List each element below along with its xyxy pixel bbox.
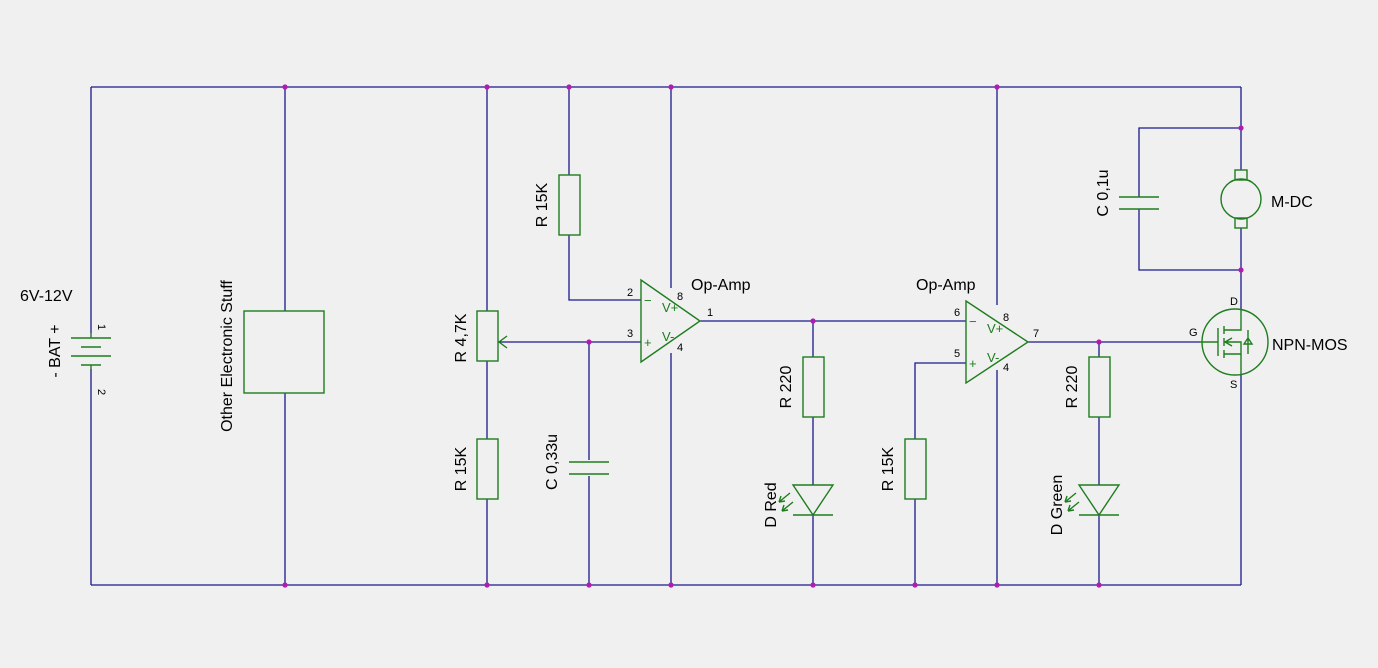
op1-pin1: 1 (707, 307, 713, 319)
r220-green-label: R 220 (1064, 366, 1081, 409)
junction (810, 582, 816, 588)
opamp2-minus: − (969, 314, 977, 329)
cap033-label: C 0,33u (544, 434, 561, 490)
op2-pin7: 7 (1033, 328, 1039, 340)
battery-pin2-label: 2 (95, 389, 107, 395)
led-green (1064, 484, 1121, 517)
junction (1096, 582, 1102, 588)
junctions (282, 84, 1244, 588)
opamp2-vplus: V+ (987, 321, 1003, 336)
junction (994, 582, 1000, 588)
op1-pin8: 8 (677, 291, 683, 303)
opamp1-minus: − (644, 293, 652, 308)
motor-label: M-DC (1271, 194, 1313, 211)
opamp1-vplus: V+ (662, 300, 678, 315)
op2-pin8: 8 (1003, 312, 1009, 324)
pot-wiper-arrow (497, 335, 508, 349)
junction (566, 84, 572, 90)
led-red (778, 484, 835, 517)
capacitor-01u (1119, 196, 1159, 210)
d-green-label: D Green (1049, 475, 1066, 535)
r220-red-label: R 220 (778, 366, 795, 409)
junction (484, 582, 490, 588)
cap01-wires (1138, 127, 1241, 271)
opamp1-vminus: V- (662, 329, 674, 344)
op1-pin4: 4 (677, 342, 683, 354)
capacitor-033u (569, 461, 609, 475)
op1-pin3: 3 (627, 328, 633, 340)
junction (586, 339, 592, 345)
cap01-label: C 0,1u (1095, 169, 1112, 216)
mosfet-label: NPN-MOS (1272, 337, 1348, 354)
opamp2-vminus: V- (987, 350, 999, 365)
mosfet-source-label: S (1230, 379, 1237, 391)
junction (912, 582, 918, 588)
resistor-15k-bottom (476, 438, 499, 500)
junction (586, 582, 592, 588)
battery-label: - BAT + (47, 324, 64, 377)
mosfet-gate-label: G (1189, 327, 1198, 339)
mosfet-drain-label: D (1230, 296, 1238, 308)
other-stuff-label: Other Electronic Stuff (219, 280, 236, 432)
other-stuff-box (243, 310, 325, 394)
d-red-label: D Red (763, 482, 780, 527)
battery-voltage-label: 6V-12V (20, 288, 73, 305)
resistor-15k-op2 (904, 438, 927, 500)
junction (282, 84, 288, 90)
op2-pin4: 4 (1003, 362, 1009, 374)
op2-pin6: 6 (954, 307, 960, 319)
battery-symbol (71, 333, 111, 369)
opamp2-label: Op-Amp (916, 277, 976, 294)
junction (484, 84, 490, 90)
motor-symbol (1220, 169, 1262, 229)
opamp2-plus: + (969, 356, 977, 371)
junction (1096, 339, 1102, 345)
r15k-op2-label: R 15K (880, 446, 897, 491)
junction (1238, 267, 1244, 273)
junction (994, 84, 1000, 90)
resistor-220-red (802, 356, 825, 418)
opamp1-plus: + (644, 335, 652, 350)
junction (282, 582, 288, 588)
potentiometer (476, 310, 499, 362)
opamp1-label: Op-Amp (691, 277, 751, 294)
pot-label: R 4,7K (453, 313, 470, 362)
r15k-bottom-label: R 15K (453, 446, 470, 491)
opamp1-triangle (640, 278, 702, 364)
rtop-wires (568, 87, 641, 301)
opamp2-triangle (965, 299, 1030, 385)
resistor-15k-top (558, 174, 581, 236)
op1-pin2: 2 (627, 287, 633, 299)
resistor-220-green (1088, 356, 1111, 418)
junction (810, 318, 816, 324)
junction (668, 84, 674, 90)
r15k-top-label: R 15K (534, 182, 551, 227)
mosfet-symbol (1200, 308, 1269, 376)
junction (668, 582, 674, 588)
battery-pin1-label: 1 (95, 324, 107, 330)
junction (1238, 125, 1244, 131)
op2-pin5: 5 (954, 348, 960, 360)
op2-in-plus-wire (914, 362, 966, 585)
